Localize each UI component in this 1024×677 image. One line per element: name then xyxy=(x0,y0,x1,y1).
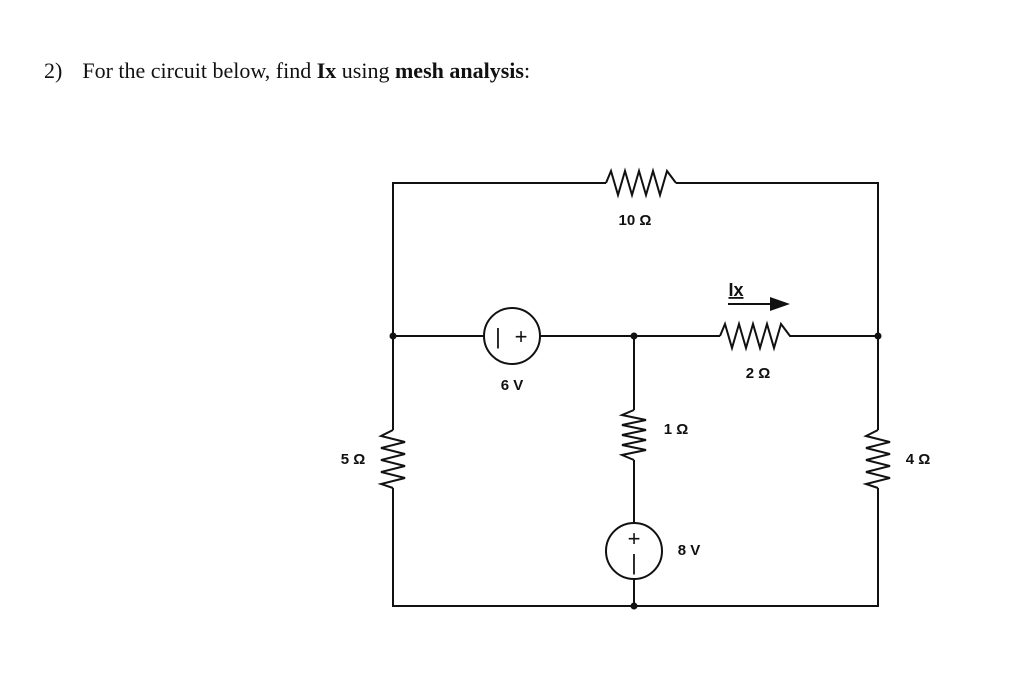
wire-top-left xyxy=(392,182,606,336)
question-number: 2) xyxy=(44,58,63,83)
resistor-1-ohm xyxy=(618,409,647,461)
voltage-source-6v xyxy=(483,307,541,365)
node-bottom xyxy=(630,602,638,610)
wire-top-right xyxy=(676,182,879,336)
node-center xyxy=(630,332,638,340)
voltage-source-8v xyxy=(605,522,663,580)
label-6v: 6 V xyxy=(501,377,524,394)
label-1-ohm: 1 Ω xyxy=(664,421,689,438)
resistor-2-ohm xyxy=(719,320,796,352)
node-right xyxy=(874,332,882,340)
current-arrow-head xyxy=(770,297,790,311)
label-5-ohm: 5 Ω xyxy=(341,451,366,468)
label-8v: 8 V xyxy=(678,542,701,559)
question-text-end: : xyxy=(523,58,531,83)
label-10-ohm: 10 Ω xyxy=(619,212,652,229)
resistor-4-ohm xyxy=(862,429,891,489)
question-method: mesh analysis xyxy=(394,58,524,83)
node-left xyxy=(389,332,397,340)
label-4-ohm: 4 Ω xyxy=(906,451,931,468)
source-8v-minus-sign: | xyxy=(631,550,637,575)
source-6v-plus-sign: + xyxy=(515,324,528,349)
label-2-ohm: 2 Ω xyxy=(746,365,771,382)
question-text-part-1: For the circuit below, find xyxy=(82,58,317,83)
question-text-part-2: using xyxy=(336,58,395,83)
resistor-5-ohm xyxy=(377,429,406,489)
question-text: 2) For the circuit below, find Ix using m… xyxy=(44,58,530,84)
source-8v-plus-sign: + xyxy=(628,526,641,551)
source-6v-minus-sign: | xyxy=(495,324,501,349)
current-label-ix: Ix xyxy=(728,280,743,300)
resistor-10-ohm xyxy=(605,167,677,199)
question-ix-symbol: Ix xyxy=(316,58,337,83)
